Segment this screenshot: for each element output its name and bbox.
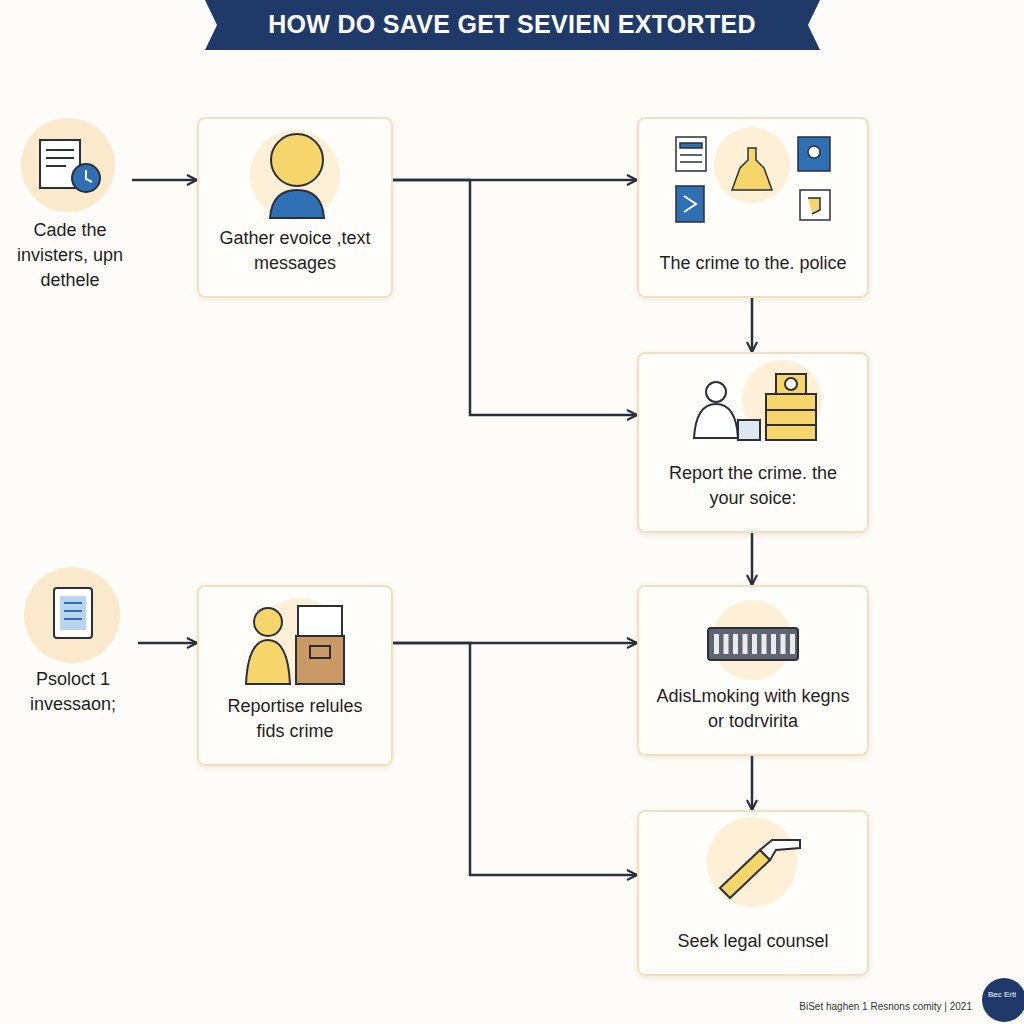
grate-bar — [762, 634, 767, 654]
process-box: Seek legal counsel — [637, 810, 869, 976]
diagram-title: HOW DO SAVE GET SEVIEN EXTORTED — [210, 6, 814, 42]
grate-bar — [790, 634, 795, 654]
process-box: AdisLmoking with kegns or todrvirita — [637, 585, 869, 756]
police-icons — [676, 127, 830, 222]
step-text: Seek legal counsel — [677, 929, 828, 954]
grate-bar — [743, 634, 748, 654]
grate-bar — [733, 634, 738, 654]
process-box: Gather evoice ,text messages — [197, 117, 393, 298]
grate-bar — [771, 634, 776, 654]
process-box: Report the crime. the your soice: — [637, 352, 869, 533]
flow-arrow — [393, 643, 637, 875]
flow-arrow — [393, 180, 637, 415]
step-text: Report the crime. the your soice: — [651, 461, 855, 511]
clipboard-icon — [24, 567, 120, 663]
report-icons — [694, 360, 822, 440]
step-text: Gather evoice ,text messages — [211, 226, 379, 276]
box-fills — [197, 117, 869, 976]
flow-arrow — [751, 756, 754, 810]
tag-icon — [707, 817, 800, 907]
grate-bar — [752, 634, 757, 654]
step-text: The crime to the. police — [659, 251, 846, 276]
flow-arrow — [751, 533, 754, 585]
person-icon — [250, 130, 340, 220]
step-circle: Cade the invisters, upn dethele — [8, 118, 132, 295]
process-box: The crime to the. police — [637, 117, 869, 298]
flow-arrow — [138, 642, 197, 645]
badge-text: Bec Erti — [984, 990, 1020, 1000]
person-box-icon — [246, 598, 344, 684]
corner-badge — [982, 978, 1024, 1022]
step-text: Reportise relules fids crime — [211, 694, 379, 744]
grate-bar — [724, 634, 729, 654]
step-text: Cade the invisters, upn dethele — [10, 218, 130, 293]
grate-icon — [708, 600, 798, 680]
flow-arrow — [132, 179, 197, 182]
step-circle: Psoloct 1 invessaon; — [8, 567, 138, 719]
grate-bar — [714, 634, 719, 654]
document-clock-icon — [21, 118, 115, 212]
flow-arrow — [751, 298, 754, 352]
grate-bar — [781, 634, 786, 654]
title-ribbon — [205, 0, 820, 50]
step-text: Psoloct 1 invessaon; — [10, 667, 136, 717]
footer-note: BiSet haghen 1 Resnons comity | 2021 — [640, 1001, 972, 1013]
step-text: AdisLmoking with kegns or todrvirita — [651, 684, 855, 734]
process-box: Reportise relules fids crime — [197, 585, 393, 766]
